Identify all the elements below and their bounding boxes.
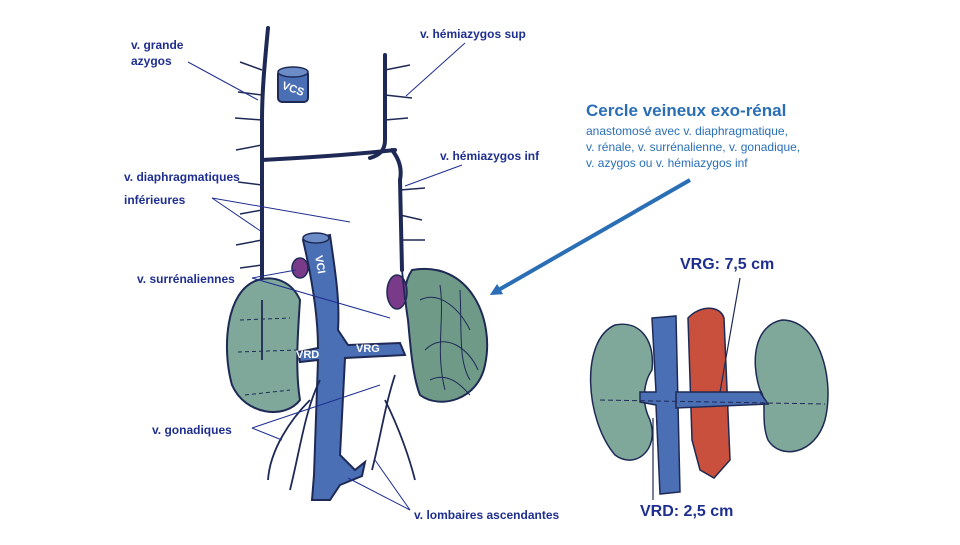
inset-vci <box>639 315 681 495</box>
callout-arrow <box>489 178 691 295</box>
label-grande-azygos-2: azygos <box>131 54 172 68</box>
label-lombaires: v. lombaires ascendantes <box>414 508 560 522</box>
label-gonadiques: v. gonadiques <box>152 423 232 437</box>
callout-line-2: v. rénale, v. surrénalienne, v. gonadiqu… <box>586 140 801 154</box>
inset-vrg <box>675 391 770 409</box>
label-hemiazygos-inf: v. hémiazygos inf <box>440 149 540 163</box>
hemiazygos-vein <box>368 53 404 272</box>
callout-title: Cercle veineux exo-rénal <box>586 101 787 120</box>
right-adrenal <box>291 257 309 279</box>
vci-vessel: VCI VRD VRG <box>296 232 407 501</box>
callout-line-3: v. azygos ou v. hémiazygos inf <box>586 156 748 170</box>
left-adrenal <box>386 274 408 310</box>
inset-left-kidney <box>754 319 829 453</box>
intercostal-branches <box>234 61 426 269</box>
right-kidney <box>225 277 302 413</box>
label-diaphragmatiques: v. diaphragmatiques <box>124 170 240 184</box>
vrd-label: VRD <box>296 349 319 361</box>
callout-line-1: anastomosé avec v. diaphragmatique, <box>586 124 788 138</box>
leader-lines <box>187 42 466 511</box>
gonadal-lumbar-veins <box>261 269 416 491</box>
label-inferieures: inférieures <box>124 193 186 207</box>
measure-vrd: VRD: 2,5 cm <box>640 503 734 520</box>
measure-vrg: VRG: 7,5 cm <box>680 256 775 273</box>
vcs-vessel: VCS <box>277 66 309 103</box>
inset-right-kidney <box>589 323 654 461</box>
label-grande-azygos-1: v. grande <box>131 38 184 52</box>
label-hemiazygos-sup: v. hémiazygos sup <box>420 27 526 41</box>
vrg-label: VRG <box>356 343 380 355</box>
left-kidney <box>404 267 489 403</box>
vci-label: VCI <box>312 255 327 275</box>
inset-diagram <box>589 277 829 500</box>
label-surrenaliennes: v. surrénaliennes <box>137 272 235 286</box>
